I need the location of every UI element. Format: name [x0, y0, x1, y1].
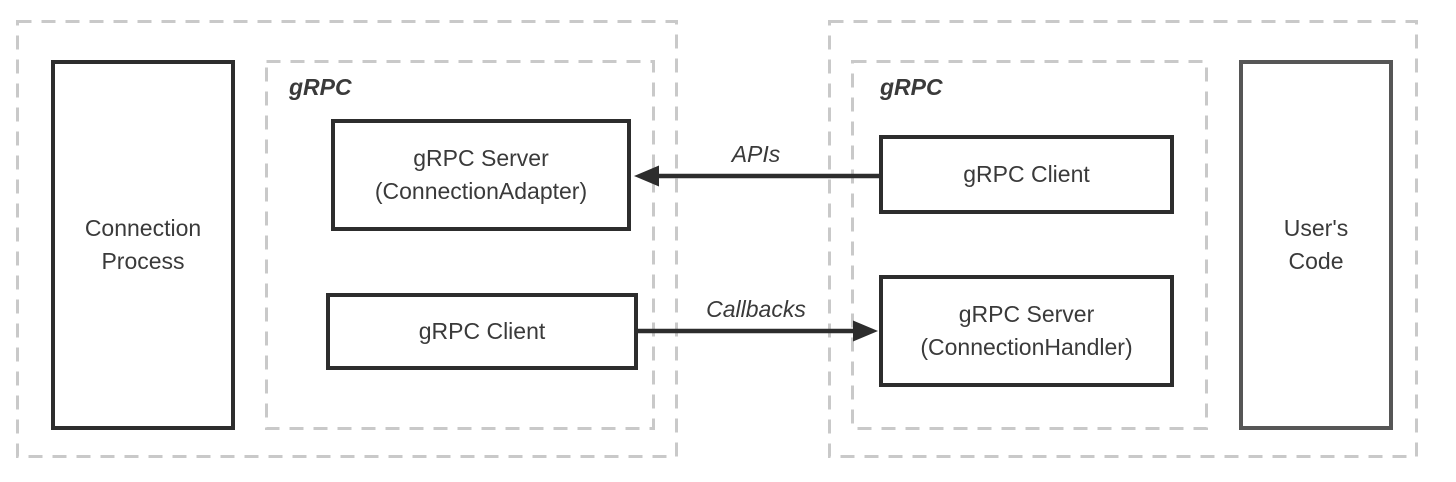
- left-grpc-client-label: gRPC Client: [418, 318, 546, 344]
- callbacks-arrowhead-right-icon: [853, 320, 878, 342]
- callbacks-arrow-label: Callbacks: [706, 296, 806, 322]
- right-grpc-client-box: gRPC Client: [879, 135, 1174, 214]
- connection-process-label-line2: Process: [101, 248, 185, 274]
- connection-process-outer-dashed-border: [16, 20, 678, 458]
- grpc-server-connection-handler-box: gRPC Server (ConnectionHandler): [879, 275, 1174, 387]
- grpc-server-handler-label-line2: (ConnectionHandler): [920, 334, 1133, 360]
- apis-arrow-label: APIs: [731, 141, 781, 167]
- connection-process-box: Connection Process: [51, 60, 235, 430]
- left-grpc-group-label: gRPC: [289, 74, 352, 100]
- connection-process-label-line1: Connection: [84, 215, 202, 241]
- left-grpc-client-box: gRPC Client: [326, 293, 638, 370]
- grpc-server-adapter-label-line1: gRPC Server: [413, 145, 549, 171]
- right-grpc-group-label: gRPC: [880, 74, 943, 100]
- grpc-server-adapter-label-line2: (ConnectionAdapter): [374, 178, 588, 204]
- users-code-outer-dashed-border: [828, 20, 1418, 458]
- users-code-box: User's Code: [1239, 60, 1393, 430]
- apis-arrowhead-left-icon: [634, 165, 659, 187]
- users-code-label-line1: User's: [1283, 215, 1349, 241]
- left-grpc-group-dashed-border: [265, 60, 655, 430]
- users-code-label-line2: Code: [1288, 248, 1344, 274]
- grpc-server-handler-label-line1: gRPC Server: [958, 301, 1095, 327]
- right-grpc-group-dashed-border: [851, 60, 1208, 430]
- right-grpc-client-label: gRPC Client: [963, 161, 1090, 187]
- grpc-server-connection-adapter-box: gRPC Server (ConnectionAdapter): [331, 119, 631, 231]
